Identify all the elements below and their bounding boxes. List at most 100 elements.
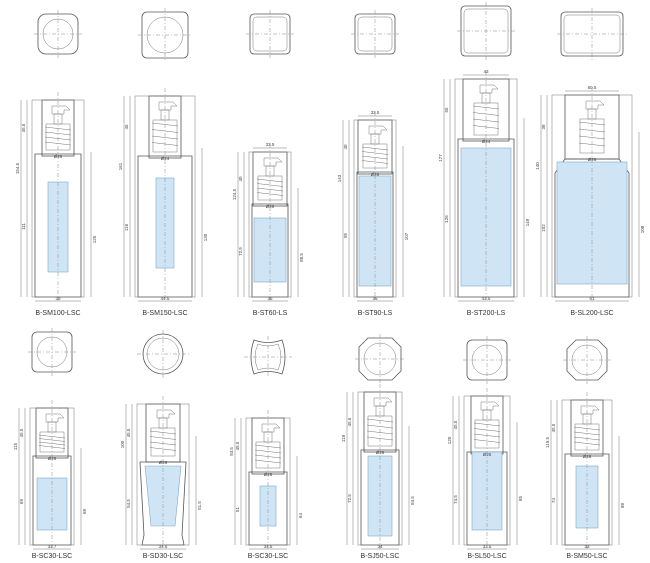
model-label: B-ST60-LS: [253, 310, 288, 317]
model-label: B-ST200-LS: [467, 310, 506, 317]
model-label: B-SL200-LSC: [570, 310, 613, 317]
model-label: B-SM100-LSC: [35, 310, 80, 317]
pump-head: [156, 409, 176, 419]
dim-width: 35: [372, 296, 378, 301]
thread-line: [256, 183, 284, 187]
top-view-icon: [246, 10, 294, 58]
dim-body-height: 74: [551, 498, 556, 504]
pump-head: [585, 100, 605, 110]
dim-cap-height: 40: [343, 144, 348, 150]
dim-width: 35: [267, 296, 273, 301]
model-label: B-ST90-LS: [358, 310, 393, 317]
top-view-icon: [34, 10, 82, 58]
dim-width: 34.5: [159, 544, 168, 549]
model-label: B-SC30-LSC: [32, 553, 72, 560]
neck-diameter-label: Ø26: [371, 172, 380, 177]
top-view-icon: [563, 336, 611, 384]
top-view-icon: [137, 330, 189, 378]
pump-head: [158, 101, 178, 111]
bottle-frame: [353, 119, 397, 298]
top-view-icon: [457, 2, 515, 60]
dim-width: 34.5: [264, 544, 273, 549]
dim-liquid-height: 125: [92, 235, 97, 243]
dim-total-height: 115: [13, 442, 18, 450]
dim-width: 33.7: [48, 544, 57, 549]
dim-total-height: 143: [337, 174, 342, 182]
dim-body-height: 102: [541, 224, 546, 232]
dim-liquid-height: 68: [82, 509, 87, 515]
pump-head: [368, 125, 388, 135]
dim-total-height: 93.5: [229, 447, 234, 456]
dim-cap-height: 45.5: [347, 417, 352, 426]
top-view-outline: [566, 339, 608, 381]
dim-cap-height: 38: [541, 124, 546, 130]
top-view-icon: [355, 334, 405, 384]
dim-width: 34: [377, 544, 383, 549]
dim-liquid-height: 108: [640, 225, 645, 233]
thread-line: [472, 118, 500, 123]
dim-width: 33.5: [483, 544, 492, 549]
thread-line: [361, 160, 389, 164]
dim-cap-height: 45: [124, 124, 129, 130]
dim-liquid-height: 107: [404, 232, 409, 240]
neck-diameter-label: Ø26: [266, 204, 275, 209]
pump-head: [45, 413, 65, 423]
top-view-icon: [557, 8, 627, 60]
dim-cap-width: 43: [483, 69, 489, 74]
dim-body-height: 116: [124, 223, 129, 231]
dim-body-height: 74.5: [453, 495, 458, 504]
dim-liquid-height: 64: [298, 513, 303, 519]
dim-total-height: 161: [118, 162, 123, 170]
dim-total-height: 100: [120, 440, 125, 448]
dim-total-height: 124.5: [232, 188, 237, 200]
thread-line: [151, 135, 179, 140]
thread-line: [149, 447, 177, 451]
neck-diameter-label: Ø24: [161, 156, 170, 161]
dim-cap-width: 33.5: [266, 142, 275, 147]
thread-line: [473, 439, 501, 443]
pump-head: [580, 405, 600, 415]
dim-cap-width: 60.5: [588, 85, 597, 90]
dim-cap-height: 45.5: [235, 441, 240, 450]
dim-liquid-height: 51.5: [197, 501, 202, 510]
thread-line: [578, 135, 606, 140]
dim-liquid-height: 88.5: [299, 253, 304, 262]
pump-head: [480, 401, 500, 411]
thread-line: [254, 449, 282, 454]
top-view-inner: [254, 343, 282, 371]
thread-line: [256, 192, 284, 196]
dim-total-height: 140: [535, 162, 540, 170]
dim-cap-height: 45.5: [551, 423, 556, 432]
thread-line: [573, 431, 601, 436]
liquid-fill: [36, 477, 68, 531]
dim-cap-height: 45.5: [126, 428, 131, 437]
dim-total-height: 177: [438, 154, 443, 162]
top-view-outline: [358, 337, 402, 381]
dim-total-height: 119.5: [545, 437, 550, 448]
dim-width: 44.5: [161, 296, 170, 301]
model-label: B-SJ50-LSC: [361, 553, 400, 560]
thread-line: [38, 441, 66, 446]
dim-width: 43.5: [482, 296, 491, 301]
top-view-icon: [351, 10, 399, 58]
dim-liquid-height: 85: [518, 496, 523, 502]
pump-head: [263, 157, 283, 167]
top-view-icon: [463, 336, 511, 384]
dim-body-height: 54.5: [126, 499, 131, 508]
